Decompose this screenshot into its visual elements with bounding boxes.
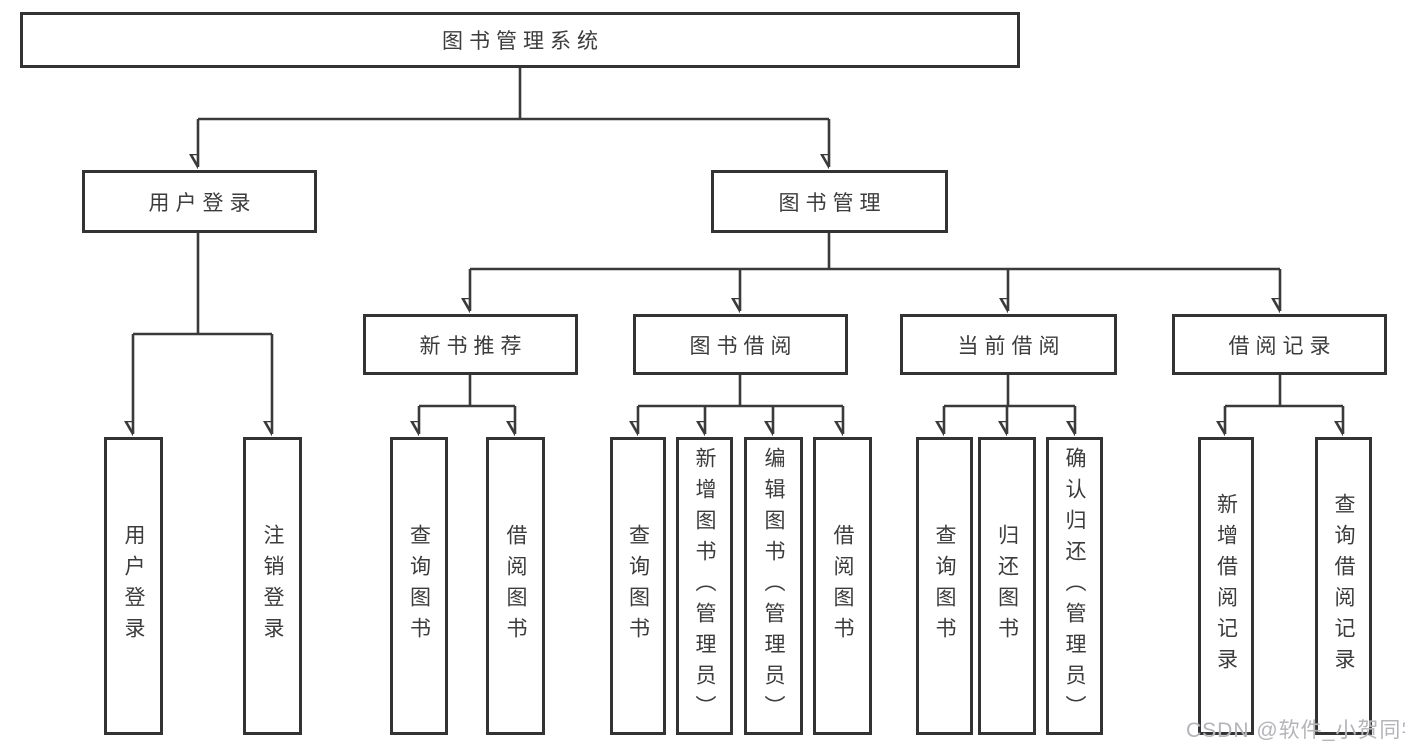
node-book-borrowing: 图书借阅 [633,314,848,375]
node-label: 注销登录 [261,524,285,648]
node-label: 图书借阅 [689,334,798,358]
node-label: 新增图书（管理员） [693,446,717,726]
node-user-login-branch: 用户登录 [82,170,317,233]
node-current-borrowing: 当前借阅 [900,314,1117,375]
node-label: 编辑图书（管理员） [762,446,786,726]
node-query-books-2: 查询图书 [610,437,666,735]
node-label: 查询图书 [407,524,431,648]
node-library-management-system: 图书管理系统 [20,12,1020,68]
node-label: 借阅图书 [504,524,528,648]
node-label: 确认归还（管理员） [1063,446,1087,726]
node-label: 图书管理系统 [442,30,604,53]
node-label: 新增借阅记录 [1214,493,1238,679]
node-label: 用户登录 [122,524,146,648]
node-label: 借阅记录 [1228,334,1337,358]
node-label: 当前借阅 [957,334,1066,358]
node-return-books: 归还图书 [978,437,1036,735]
node-confirm-return-admin: 确认归还（管理员） [1046,437,1103,735]
node-borrowing-records: 借阅记录 [1172,314,1387,375]
csdn-watermark: CSDN @软件_小贺同学 [1186,719,1405,742]
node-borrow-books-2: 借阅图书 [813,437,872,735]
node-label: 归还图书 [995,524,1019,648]
connector-arrows [133,119,1345,434]
connector-buses [133,67,1343,408]
node-new-book-recommendation: 新书推荐 [363,314,578,375]
node-label: 用户登录 [148,191,257,215]
node-borrow-books-1: 借阅图书 [486,437,545,735]
node-add-books-admin: 新增图书（管理员） [676,437,733,735]
node-label: 借阅图书 [831,524,855,648]
node-label: 图书管理 [778,191,887,215]
node-label: 新书推荐 [419,334,528,358]
node-user-login: 用户登录 [104,437,163,735]
node-query-books-3: 查询图书 [916,437,973,735]
node-book-management-branch: 图书管理 [711,170,948,233]
node-add-borrow-record: 新增借阅记录 [1198,437,1254,735]
node-query-books-1: 查询图书 [390,437,448,735]
node-logout: 注销登录 [243,437,302,735]
node-edit-books-admin: 编辑图书（管理员） [744,437,803,735]
node-label: 查询借阅记录 [1332,493,1356,679]
node-label: 查询图书 [933,524,957,648]
node-query-borrow-record: 查询借阅记录 [1315,437,1372,735]
node-label: 查询图书 [626,524,650,648]
